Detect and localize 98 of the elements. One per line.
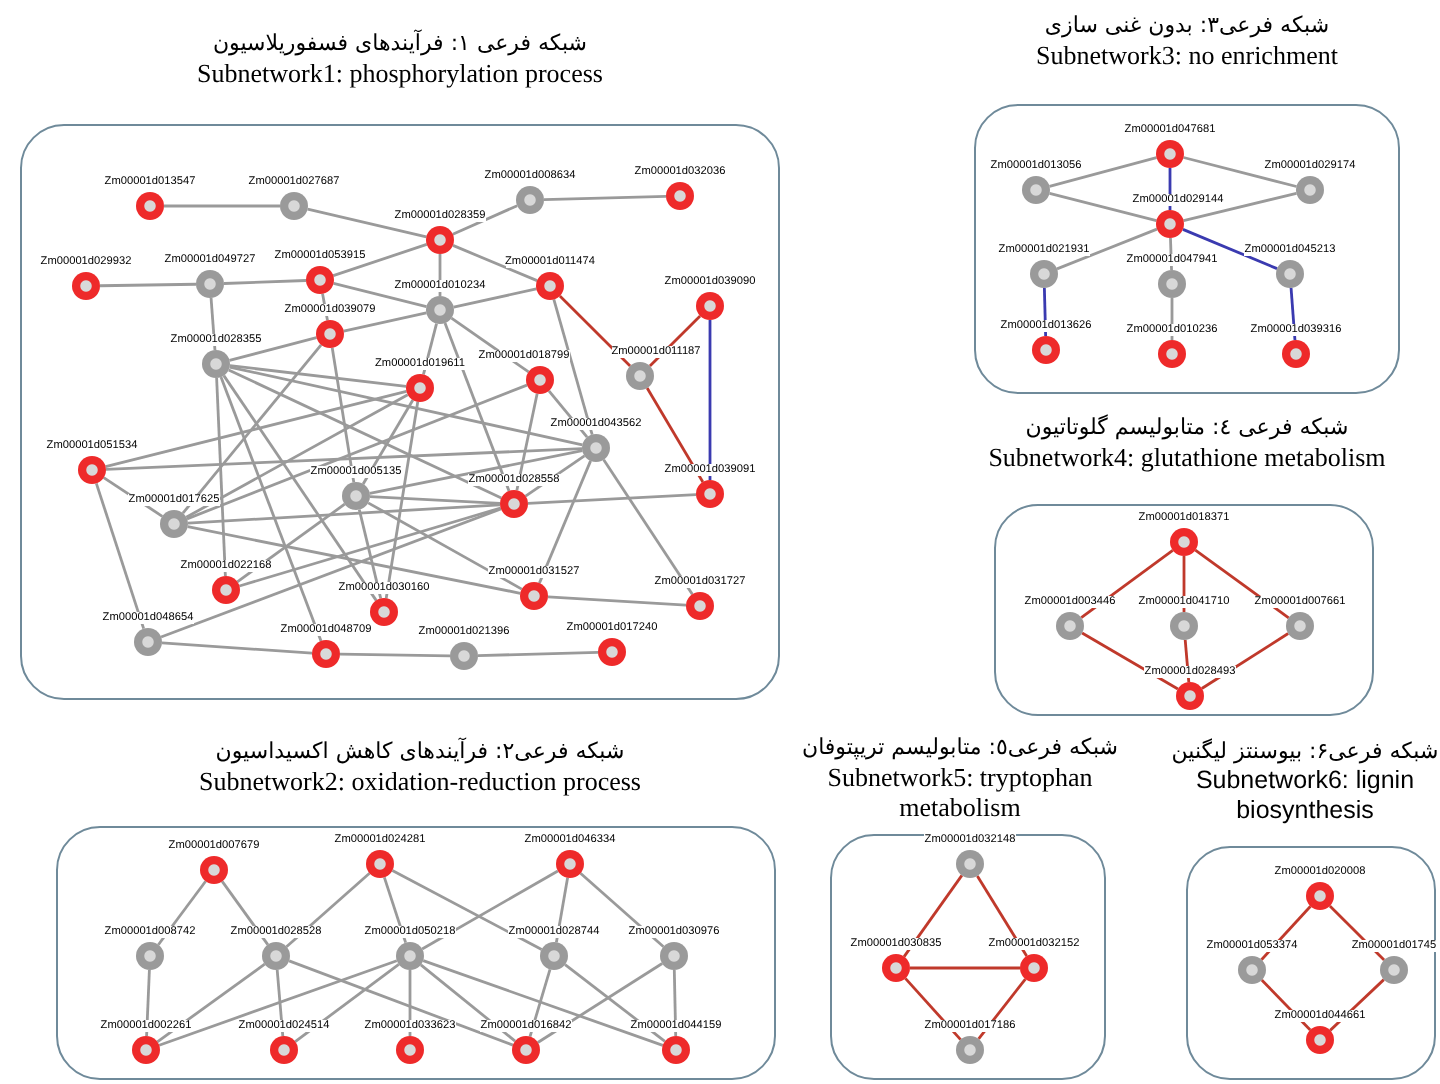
network-edge [367, 501, 523, 591]
network-edge [645, 387, 705, 483]
network-edge [555, 877, 569, 943]
network-edge [105, 447, 583, 471]
network-edge [383, 876, 407, 944]
panel-subtitle: Subnetwork1: phosphorylation process [195, 58, 605, 88]
network-edge [384, 401, 420, 599]
network-edge [1194, 549, 1290, 619]
network-edge [333, 282, 427, 308]
network-edge [1081, 631, 1179, 691]
network-edge [527, 493, 697, 505]
panel-subtitle: Subnetwork6: lignin biosynthesis [1193, 766, 1417, 826]
network-edge [288, 959, 514, 1047]
network-edge [547, 595, 687, 607]
network-edge [275, 969, 285, 1037]
network-edge [164, 204, 280, 208]
network-edge [708, 320, 712, 480]
network-edge [1049, 192, 1157, 222]
network-edge [239, 506, 501, 588]
network-edge [602, 458, 694, 596]
network-edge [904, 977, 962, 1041]
network-edge [361, 399, 415, 485]
panel-subtitle: Subnetwork5: tryptophan metabolism [825, 762, 1095, 822]
network-edge [181, 343, 323, 515]
network-edge [185, 393, 409, 519]
network-edge [543, 194, 667, 202]
network-edge [1260, 905, 1312, 961]
network-edge [903, 874, 963, 958]
network-edge [552, 299, 594, 435]
network-edge [307, 207, 427, 239]
network-edge [477, 651, 599, 657]
panel-title: شبکه فرعی ٤: متابولیسم گلوتاتیون [1023, 412, 1351, 442]
network-edge [219, 376, 323, 642]
network-edge [579, 872, 665, 948]
network-edge [558, 294, 632, 368]
network-edge [186, 383, 528, 521]
network-edge [672, 969, 678, 1037]
network-edge [452, 204, 518, 236]
network-edge [420, 963, 516, 1043]
panel-subtitle: Subnetwork2: oxidation-reduction process [197, 766, 643, 796]
network-edge [236, 503, 346, 583]
network-edge [422, 959, 664, 1047]
network-edge [229, 364, 407, 388]
network-edge [369, 449, 583, 495]
panel-title: شبکه فرعی٥: متابولیسم تریپتوفان [800, 732, 1120, 762]
network-edge [285, 872, 371, 948]
network-edge [157, 880, 207, 946]
network-edge [100, 282, 196, 288]
network-edge [343, 311, 427, 333]
network-edge [223, 279, 307, 285]
network-edge [452, 244, 538, 282]
panel-subtitle: Subnetwork3: no enrichment [1034, 40, 1340, 70]
network-edge [1183, 191, 1297, 223]
network-edge [156, 963, 266, 1043]
network-edge [357, 509, 383, 599]
network-edge [160, 507, 502, 639]
network-edge [187, 503, 501, 525]
network-edge [339, 652, 451, 658]
network-edge [564, 963, 666, 1043]
panel-subtitle: Subnetwork4: glutathione metabolism [986, 442, 1388, 472]
network-edge [145, 969, 151, 1037]
network-edge [443, 322, 511, 492]
network-edge [537, 962, 663, 1044]
panel-title: شبکه فرعی۲: فرآیندهای کاهش اکسیداسیون [213, 736, 627, 766]
network-edge [229, 336, 317, 362]
network-edge [221, 880, 269, 946]
network-edge [161, 641, 313, 655]
network-edge [421, 869, 559, 951]
network-edge [391, 869, 543, 951]
network-edge [977, 978, 1027, 1040]
network-edge [408, 970, 412, 1036]
network-edge [910, 966, 1020, 970]
network-edge [222, 374, 378, 602]
network-edge [294, 963, 400, 1043]
network-edge [453, 287, 537, 309]
network-edge [105, 390, 407, 468]
network-edge [95, 482, 145, 630]
network-edge [528, 969, 552, 1037]
network-edge [1182, 228, 1278, 270]
network-edge [369, 495, 501, 505]
network-edge [228, 368, 502, 500]
network-edge [976, 875, 1028, 957]
network-edge [538, 460, 592, 584]
network-edge [215, 377, 227, 577]
network-edge [229, 365, 583, 447]
panel-title: شبکه فرعی۶: بیوسنتز لیگنین [1170, 736, 1440, 766]
network-edge [1056, 227, 1158, 271]
network-edge [515, 393, 539, 491]
network-edge [1080, 549, 1174, 619]
network-edge [330, 347, 356, 483]
panel-title: شبکه فرعی ۱: فرآیندهای فسفوریلاسیون [210, 28, 590, 58]
network-edge [332, 243, 428, 277]
network-edge [1049, 156, 1157, 188]
network-edge [1183, 156, 1297, 188]
network-edge [158, 959, 398, 1047]
network-edge [1182, 556, 1186, 612]
network-edge [187, 525, 521, 595]
panel-title: شبکه فرعی۳: بدون غنی سازی [1042, 10, 1332, 40]
